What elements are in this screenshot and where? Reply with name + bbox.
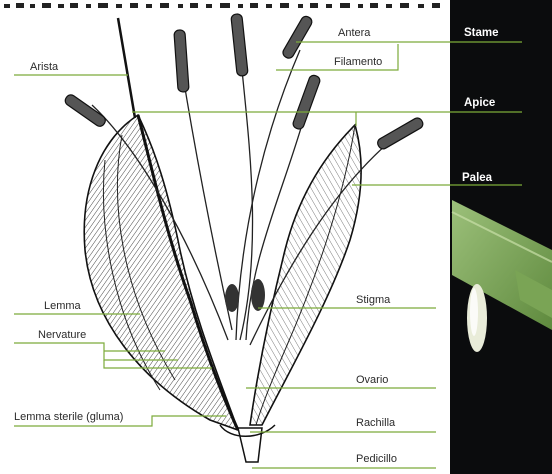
label-pedicillo: Pedicillo	[356, 453, 397, 465]
label-rachilla: Rachilla	[356, 417, 395, 429]
label-stigma: Stigma	[356, 294, 390, 306]
label-antera: Antera	[338, 27, 370, 39]
label-apice: Apice	[464, 97, 495, 109]
stigma-shape	[225, 279, 265, 312]
label-ovario: Ovario	[356, 374, 388, 386]
awn-line	[118, 18, 135, 118]
label-lemma: Lemma	[44, 300, 81, 312]
photo-stem	[452, 200, 552, 352]
label-lemma-sterile: Lemma sterile (gluma)	[14, 411, 123, 423]
label-nervature: Nervature	[38, 329, 86, 341]
label-stame: Stame	[464, 27, 499, 39]
label-filamento: Filamento	[334, 56, 382, 68]
lemma-husk	[84, 115, 238, 430]
palea-husk	[250, 125, 361, 425]
label-arista: Arista	[30, 61, 58, 73]
anthers	[63, 14, 424, 151]
label-palea: Palea	[462, 172, 492, 184]
pedicel-shape	[238, 428, 262, 462]
